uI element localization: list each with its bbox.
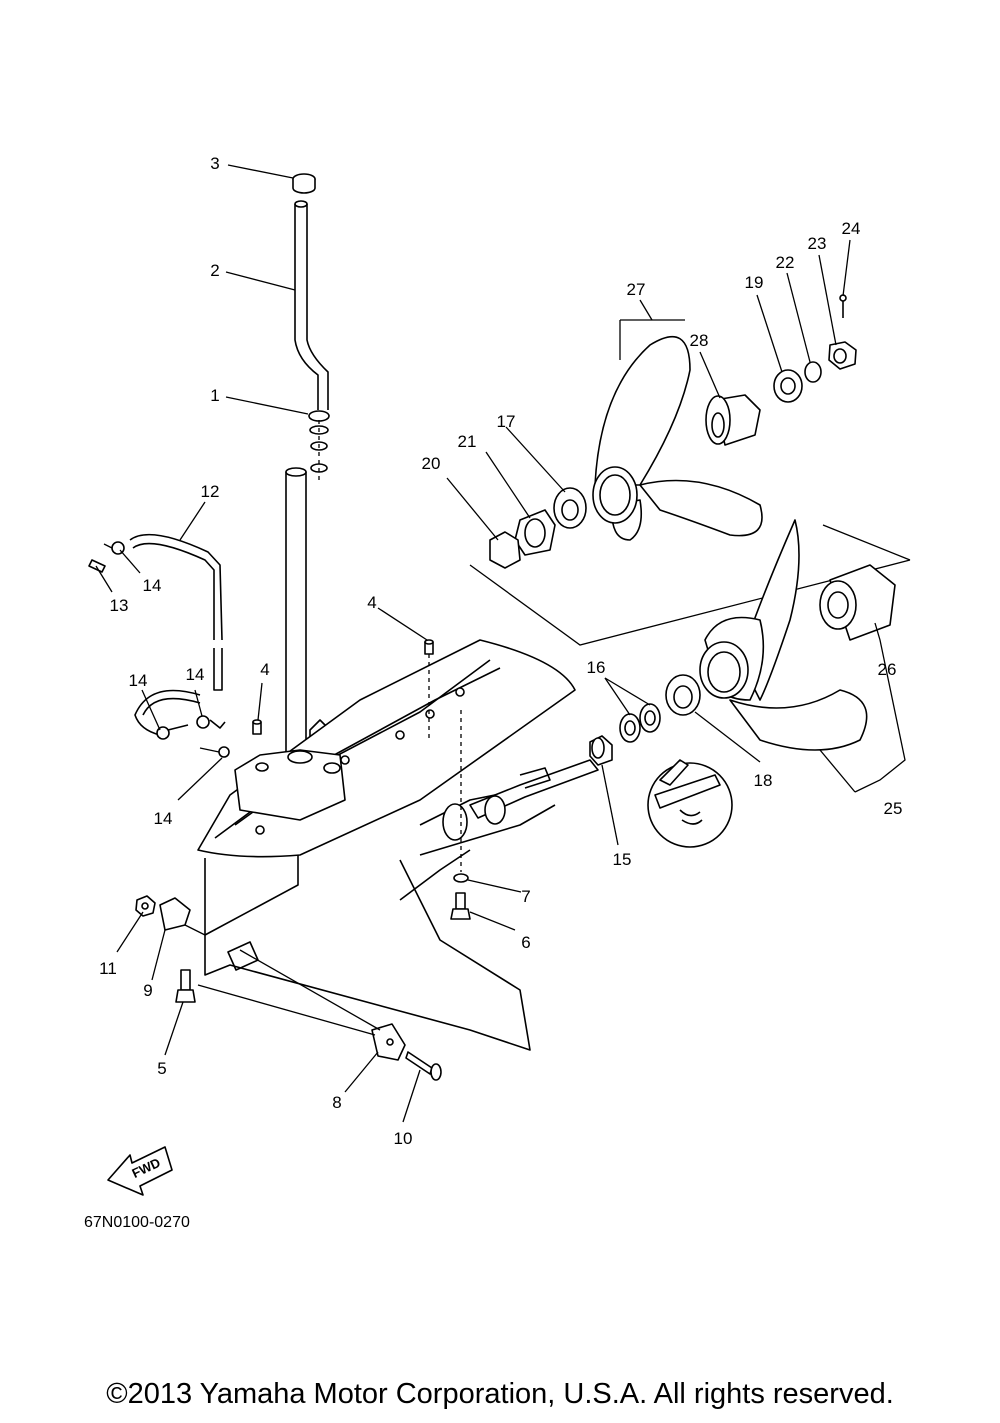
callout-14-a: 14 [143, 576, 162, 595]
callout-13: 13 [110, 596, 129, 615]
part-4-dowel-left [252, 719, 262, 735]
part-15-spacer [589, 735, 613, 766]
part-14-clamp-a [103, 541, 125, 555]
lower-casing [197, 639, 599, 1051]
part-2-water-tube [294, 200, 329, 410]
callout-1: 1 [210, 386, 219, 405]
callout-4-right: 4 [367, 593, 376, 612]
callout-19: 19 [745, 273, 764, 292]
part-14-clamp-c [196, 715, 226, 729]
part-17-spacer [553, 487, 587, 529]
part-9-anode [159, 897, 206, 936]
part-27-bracket-lines [469, 299, 911, 646]
callout-10: 10 [394, 1129, 413, 1148]
copyright-notice: ©2013 Yamaha Motor Corporation, U.S.A. A… [106, 1378, 894, 1410]
drive-shaft-housing [285, 467, 331, 761]
callout-6: 6 [521, 933, 530, 952]
callout-14-c: 14 [186, 665, 205, 684]
part-25-propeller-lower [699, 519, 868, 751]
part-23-nut [828, 341, 857, 370]
callout-17: 17 [497, 412, 516, 431]
callout-28: 28 [690, 331, 709, 350]
inset-detail [647, 759, 733, 848]
part-8-anode [371, 1023, 406, 1061]
callout-25: 25 [884, 799, 903, 818]
callout-24: 24 [842, 219, 861, 238]
callout-4-left: 4 [260, 660, 269, 679]
callout-20: 20 [422, 454, 441, 473]
part-3-grommet [292, 173, 316, 194]
callout-27: 27 [627, 280, 646, 299]
part-13-fitting [88, 559, 106, 573]
part-1-grommet [308, 410, 330, 480]
part-26-bushing [819, 564, 896, 641]
part-12-hose [129, 533, 223, 736]
callout-3: 3 [210, 154, 219, 173]
callout-22: 22 [776, 253, 795, 272]
callout-26: 26 [878, 660, 897, 679]
callout-8: 8 [332, 1093, 341, 1112]
part-24-cotter-pin [839, 294, 847, 318]
part-11-nut [135, 895, 156, 917]
part-27-propeller-upper [592, 335, 763, 541]
part-28-bushing [705, 394, 761, 446]
part-21-washer [514, 509, 556, 556]
callout-2: 2 [210, 261, 219, 280]
callout-15: 15 [613, 850, 632, 869]
part-4-dowel-right [424, 639, 434, 740]
part-20-washer [489, 531, 521, 569]
callout-12: 12 [201, 482, 220, 501]
leader-lines [95, 164, 906, 1123]
part-14-clamp-d [199, 746, 230, 758]
part-19-spacer [773, 369, 803, 403]
part-22-washer [804, 361, 822, 383]
callout-14-b: 14 [129, 671, 148, 690]
callout-5: 5 [157, 1059, 166, 1078]
fwd-arrow-icon: FWD [107, 1146, 173, 1196]
callout-11: 11 [99, 959, 117, 978]
part-7-washer [453, 710, 469, 883]
part-code: 67N0100-0270 [84, 1214, 190, 1231]
part-6-bolt [450, 892, 471, 920]
part-5-bolt [175, 969, 196, 1003]
callout-21: 21 [458, 432, 477, 451]
callout-18: 18 [754, 771, 773, 790]
callout-7: 7 [521, 887, 530, 906]
callout-14-d: 14 [154, 809, 173, 828]
part-14-clamp-b [156, 724, 189, 740]
part-16-washers [619, 703, 661, 743]
part-10-screw [405, 1051, 442, 1081]
part-18-spacer [665, 674, 701, 716]
callout-labels: 3 2 1 12 14 13 4 4 14 14 14 7 6 11 9 5 8… [99, 154, 902, 1148]
callout-9: 9 [143, 981, 152, 1000]
callout-23: 23 [808, 234, 827, 253]
callout-16: 16 [587, 658, 606, 677]
